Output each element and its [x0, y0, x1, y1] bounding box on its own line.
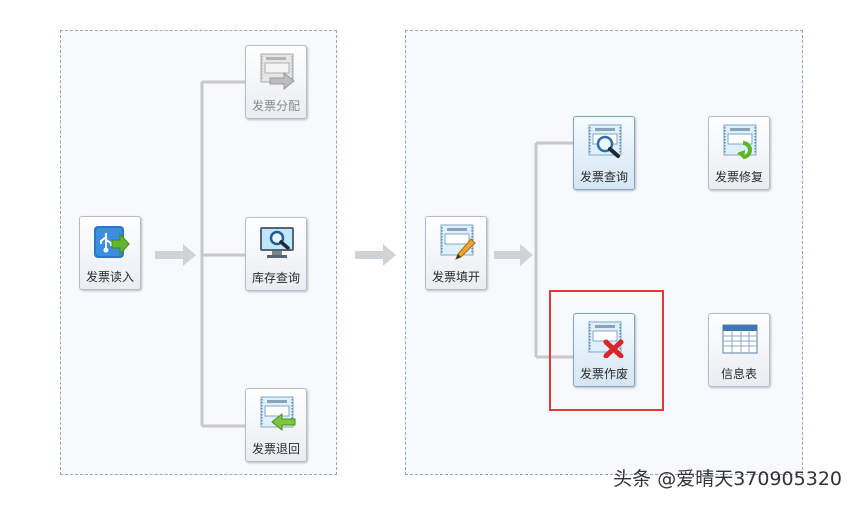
invoice-fill-button[interactable]: 发票填开	[425, 216, 487, 290]
invoice-read-label: 发票读入	[85, 270, 134, 284]
invoice-distribute-label: 发票分配	[251, 99, 300, 113]
info-table-label: 信息表	[720, 367, 757, 381]
invoice-repair-label: 发票修复	[714, 170, 763, 184]
table-icon	[722, 324, 758, 354]
invoice-query-label: 发票查询	[579, 170, 628, 184]
invoice-read-button[interactable]: 发票读入	[79, 216, 141, 290]
inventory-query-button[interactable]: 库存查询	[245, 217, 307, 291]
invoice-return-icon	[260, 396, 296, 432]
invoice-return-label: 发票退回	[251, 442, 300, 456]
invoice-return-button[interactable]: 发票退回	[245, 388, 307, 462]
invoice-void-label: 发票作废	[579, 367, 628, 381]
invoice-query-button[interactable]: 发票查询	[573, 116, 635, 190]
invoice-repair-button[interactable]: 发票修复	[708, 116, 770, 190]
usb-import-icon	[94, 226, 130, 258]
inventory-query-label: 库存查询	[251, 271, 300, 285]
info-table-button[interactable]: 信息表	[708, 313, 770, 387]
monitor-search-icon	[260, 227, 294, 258]
invoice-pen-icon	[440, 224, 476, 260]
invoice-repair-icon	[723, 124, 757, 159]
highlight-box	[549, 290, 664, 411]
invoice-distribute-button[interactable]: 发票分配	[245, 45, 307, 119]
invoice-void-icon	[588, 321, 624, 358]
invoice-fill-label: 发票填开	[431, 270, 480, 284]
invoice-distribute-icon	[260, 53, 295, 90]
invoice-search-icon	[588, 124, 622, 158]
invoice-void-button[interactable]: 发票作废	[573, 313, 635, 387]
watermark: 头条 @爱晴天370905320	[613, 468, 842, 490]
arrow-icon	[355, 244, 396, 266]
